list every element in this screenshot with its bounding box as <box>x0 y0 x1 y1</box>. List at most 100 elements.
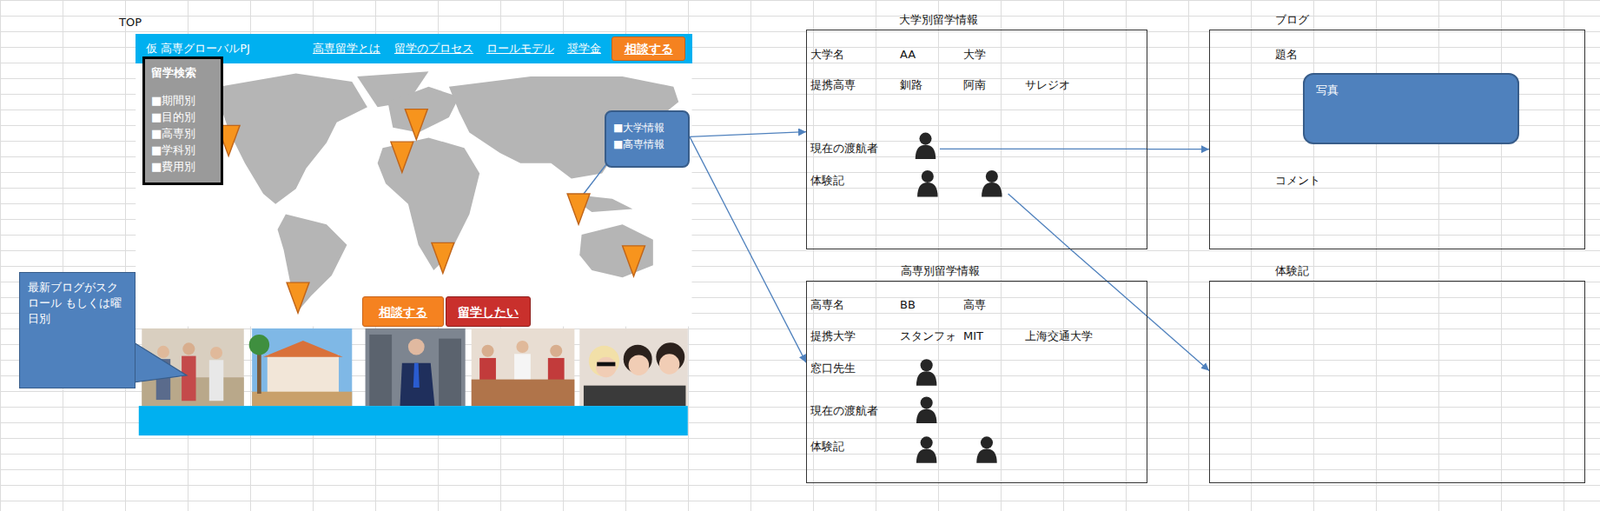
cell-text: 体験記 <box>810 173 845 188</box>
cell-text: サレジオ <box>1024 78 1071 93</box>
icon-leader <box>939 148 1147 150</box>
person-icon <box>917 182 938 197</box>
person-icon <box>981 182 1002 197</box>
photo-face <box>628 354 649 375</box>
cell-text: AA <box>899 47 916 62</box>
blog-page: ブログ題名コメント写真 <box>1209 29 1586 250</box>
search-item: ■期間別 <box>151 92 215 109</box>
cell-text: コメント <box>1275 173 1321 188</box>
photo-figure <box>514 353 531 381</box>
search-item: ■目的別 <box>151 108 215 126</box>
photo-suit <box>400 363 436 406</box>
map-marker <box>404 109 428 140</box>
cell-text: 高専名 <box>810 297 845 312</box>
button-label: 相談する <box>624 41 674 56</box>
photo-figure <box>548 357 565 381</box>
cell-text: 大学別留学情報 <box>899 13 979 27</box>
cell-text: 上海交通大学 <box>1024 329 1093 344</box>
page-heading: TOP <box>119 15 142 30</box>
search-item: ■高専別 <box>151 125 215 142</box>
university-page: 大学別留学情報大学名AA大学提携高専釧路阿南サレジオ現在の渡航者体験記 <box>806 29 1148 250</box>
nav-text: 奨学金 <box>567 41 602 56</box>
photo-meeting <box>471 328 576 406</box>
map-marker <box>622 245 646 277</box>
page-mockup: TOP仮 高専グローバルPJ高専留学とは留学のプロセスロールモデル奨学金相談する… <box>135 33 693 437</box>
person-icon <box>976 448 997 463</box>
callout-pointer <box>132 341 187 383</box>
person-icon <box>920 396 933 410</box>
cell-text: 提携大学 <box>810 329 856 344</box>
apply-button: 留学したい <box>445 296 531 327</box>
map-marker <box>431 242 455 273</box>
photo-tie <box>413 363 420 388</box>
photo-tower <box>438 338 462 406</box>
photo-head <box>515 340 529 353</box>
photo-head <box>549 344 562 358</box>
photo-head <box>481 344 494 358</box>
photo-sunglasses <box>596 362 615 367</box>
person-icon <box>916 448 937 463</box>
cell-text: 題名 <box>1275 47 1298 62</box>
photo-palm <box>249 334 270 355</box>
north-america <box>219 73 368 205</box>
consult-button: 相談する <box>611 36 686 61</box>
person-icon <box>915 145 936 159</box>
photo-table <box>471 379 576 407</box>
cell-text: 現在の渡航者 <box>810 141 879 156</box>
footer-bar <box>138 405 688 436</box>
cell-text: スタンフォ <box>899 329 957 344</box>
africa <box>377 137 480 271</box>
nav-text: 高専留学とは <box>312 41 381 56</box>
person-icon <box>921 170 934 183</box>
callout-text: 最新ブログがスクロール もしくは曜日別 <box>27 279 127 327</box>
person-icon <box>985 170 999 183</box>
popup-item: ■高専情報 <box>613 136 681 153</box>
cell-text: 高専 <box>963 297 986 312</box>
cell-text: 窓口先生 <box>810 361 856 376</box>
arrow-connector <box>689 132 807 138</box>
cell-text: 大学 <box>963 47 986 62</box>
nav-text: 留学のプロセス <box>394 41 474 56</box>
search-item: ■学科別 <box>151 141 215 159</box>
report-page: 体験記 <box>1209 280 1586 483</box>
nav-text: ロールモデル <box>486 41 555 56</box>
person-icon <box>916 370 937 385</box>
location-markers <box>217 109 645 314</box>
note-callout: 最新ブログがスクロール もしくは曜日別 <box>19 271 136 389</box>
south-america <box>277 213 348 311</box>
photo-head <box>210 346 223 359</box>
person-icon <box>916 409 937 424</box>
kosen-page: 高専別留学情報高専名BB高専提携大学スタンフォMIT上海交通大学窓口先生現在の渡… <box>806 280 1148 483</box>
person-icon <box>980 436 993 449</box>
map-marker <box>567 193 590 225</box>
cell-text: 阿南 <box>963 78 986 93</box>
photo-strip <box>141 328 688 406</box>
button-label: 留学したい <box>457 304 519 319</box>
cell-text: 体験記 <box>1275 264 1310 278</box>
button-label: 相談する <box>378 304 428 319</box>
person-icons <box>915 132 1003 463</box>
cell-text: 現在の渡航者 <box>810 403 879 418</box>
photo-figure <box>181 356 196 402</box>
photo-friends <box>579 328 688 406</box>
arrow-connector <box>1071 249 1210 371</box>
photo-tower <box>369 334 392 406</box>
photo-figure <box>479 357 496 381</box>
search-item: 留学検索 <box>151 64 215 81</box>
cell-text: 高専別留学情報 <box>900 264 980 278</box>
cell-text: 釧路 <box>899 78 923 93</box>
map-marker <box>390 141 414 172</box>
popup-item: ■大学情報 <box>613 119 681 137</box>
map-marker <box>286 282 310 313</box>
arrow-connector <box>1147 148 1210 150</box>
info-popup: ■大学情報■高専情報 <box>604 110 690 168</box>
photo-face <box>659 353 680 374</box>
icon-leader <box>1008 193 1072 250</box>
cell-text: 提携高専 <box>810 78 856 93</box>
nav-text: 仮 高専グローバルPJ <box>145 41 251 56</box>
cell-text: MIT <box>963 329 984 344</box>
australia <box>579 224 654 278</box>
photo-clothes <box>583 385 686 406</box>
photo-head <box>157 345 170 358</box>
